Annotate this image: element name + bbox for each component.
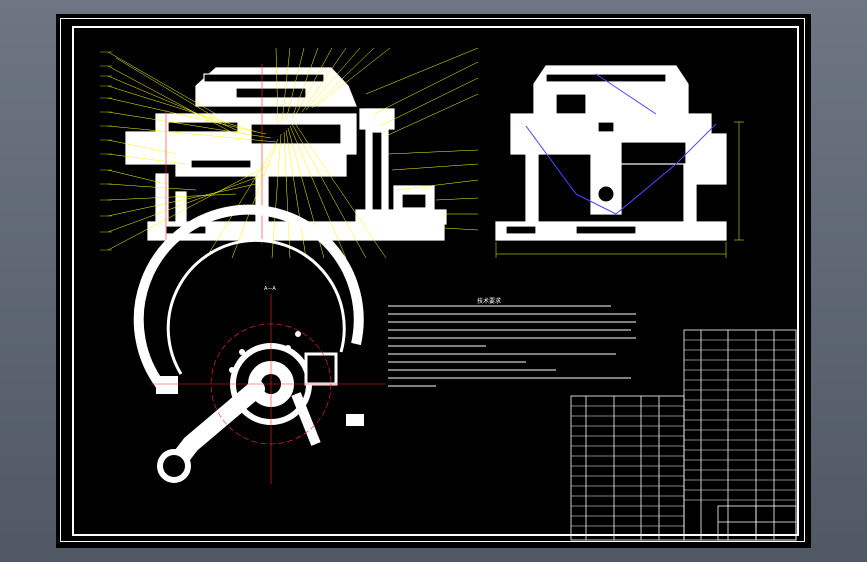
sheet-outer-border (60, 18, 805, 542)
section-center-lines (151, 294, 386, 484)
front-view-leaders (107, 47, 479, 259)
sheet-inner-border (72, 26, 799, 536)
section-view (133, 204, 364, 483)
side-view-dims (495, 121, 744, 258)
section-label: A—A (264, 286, 276, 292)
side-view-hidden (525, 73, 717, 215)
side-view (495, 65, 727, 241)
front-view (125, 67, 447, 241)
technical-notes-lines (388, 305, 636, 387)
parts-list-rows (571, 339, 796, 527)
cad-drawing-sheet[interactable]: 技术要求 A—A (56, 14, 811, 548)
front-view-balloons (100, 51, 112, 251)
drawing-canvas (100, 47, 797, 541)
technical-notes-heading: 技术要求 (477, 298, 502, 305)
parts-list-table (570, 329, 797, 541)
